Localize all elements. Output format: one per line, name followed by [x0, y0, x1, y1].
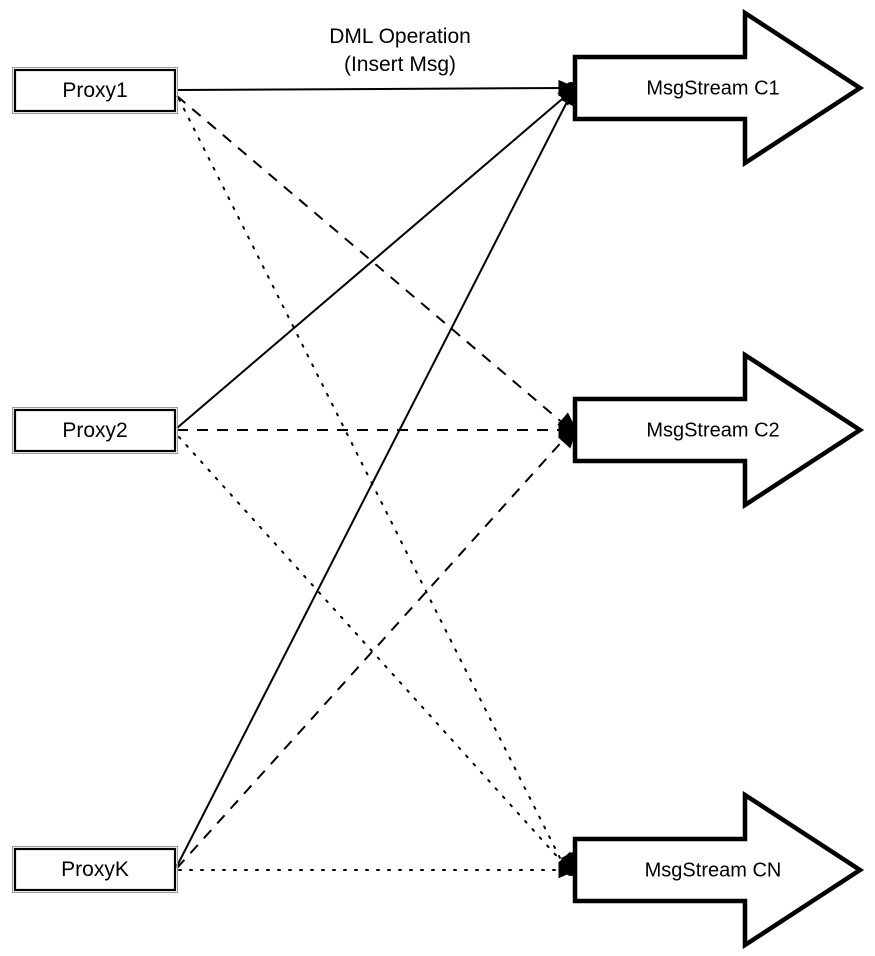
msgstream-label: MsgStream CN [645, 859, 782, 881]
proxy-label: Proxy1 [62, 79, 127, 102]
edge-caption-line1: DML Operation [329, 25, 471, 48]
connection-proxyK-to-c1 [176, 95, 571, 867]
proxy-node-proxy2[interactable]: Proxy2 [12, 407, 178, 454]
proxy-box[interactable] [13, 847, 177, 892]
proxy-box-outline [12, 407, 178, 454]
msgstream-node-cn[interactable]: MsgStream CN [572, 790, 865, 950]
proxy-box-outline [12, 67, 178, 114]
proxy-node-proxy1[interactable]: Proxy1 [12, 67, 178, 114]
msgstream-arrow-shape[interactable] [572, 350, 865, 510]
connection-proxy2-to-cn [178, 436, 563, 863]
connection-proxy1-to-c2 [176, 95, 565, 425]
msgstream-node-c1[interactable]: MsgStream C1 [572, 8, 865, 168]
msgstream-label: MsgStream C2 [646, 419, 779, 441]
edge-caption-group: DML Operation (Insert Msg) [329, 25, 471, 76]
proxy-box[interactable] [13, 408, 177, 453]
proxy-label: ProxyK [61, 858, 129, 881]
connection-proxy2-to-c1 [176, 93, 569, 429]
msgstream-nodes-layer: MsgStream C1 MsgStream C2 MsgStream CN [572, 8, 865, 950]
edge-caption-line2: (Insert Msg) [344, 53, 456, 76]
connection-proxy1-to-cn [178, 98, 563, 863]
proxy-node-proxyk[interactable]: ProxyK [12, 846, 178, 893]
connections-layer [176, 87, 571, 871]
proxy-box[interactable] [13, 68, 177, 113]
msgstream-label: MsgStream C1 [646, 77, 779, 99]
connection-proxy1-to-c1 [176, 87, 567, 91]
msgstream-arrow-shape[interactable] [572, 790, 865, 950]
proxy-box-outline [12, 846, 178, 893]
msgstream-node-c2[interactable]: MsgStream C2 [572, 350, 865, 510]
arrowheads-layer [557, 79, 578, 879]
connection-proxyK-to-c2 [176, 436, 567, 869]
proxy-label: Proxy2 [62, 419, 127, 442]
msgstream-arrow-shape[interactable] [572, 8, 865, 168]
